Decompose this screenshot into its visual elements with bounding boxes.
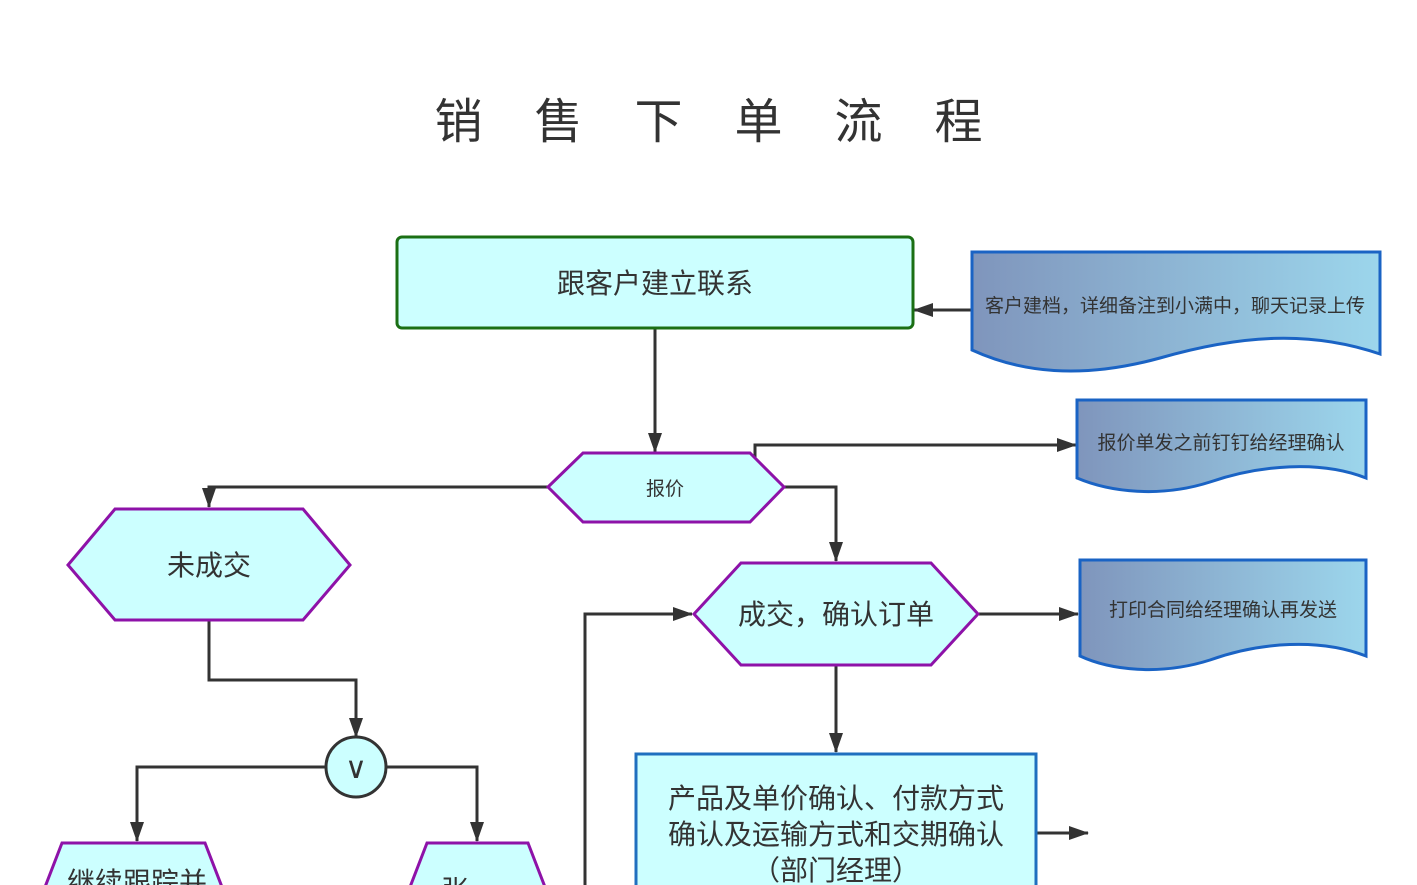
note-contract-label: 打印合同给经理确认再发送 — [1109, 599, 1337, 621]
node-not-deal: 未成交 — [66, 507, 352, 622]
node-contact: 跟客户建立联系 — [395, 235, 915, 330]
title-char: 程 — [934, 94, 983, 150]
connector-quote-to-not-deal — [202, 485, 548, 508]
connector-loop-to-deal — [583, 607, 693, 885]
or-gate-circle — [324, 735, 388, 799]
not-deal-label: 未成交 — [167, 549, 251, 582]
contact-box — [395, 235, 915, 330]
page-title: 销售下单流程 — [0, 82, 1417, 152]
confirm-box — [634, 752, 1038, 885]
quote-label: 报价 — [646, 478, 684, 500]
connector-quote-to-deal — [784, 485, 843, 562]
connectors — [130, 303, 1089, 885]
contact-label: 跟客户建立联系 — [557, 267, 753, 300]
node-right-branch: 张 — [409, 841, 546, 885]
title-char: 下 — [634, 94, 683, 150]
right-branch-label: 张 — [441, 874, 469, 885]
follow-up-label: 继续跟踪并 — [67, 866, 207, 885]
quote-hexagon — [545, 451, 787, 524]
not-deal-hexagon — [66, 507, 352, 622]
note-quote-confirm: 报价单发之前钉钉给经理确认 — [1075, 398, 1368, 494]
note-archive: 客户建档，详细备注到小满中，聊天记录上传 — [970, 250, 1382, 373]
title-char: 流 — [834, 94, 883, 150]
or-gate-symbol: ∨ — [345, 751, 367, 786]
node-deal: 成交，确认订单 — [691, 561, 981, 667]
node-or-gate: ∨ — [324, 735, 388, 799]
note-contract: 打印合同给经理确认再发送 — [1078, 558, 1368, 672]
node-follow-up: 继续跟踪并 — [44, 841, 223, 885]
confirm-line-1: 产品及单价确认、付款方式 — [668, 782, 1004, 815]
confirm-line-3: （部门经理） — [752, 854, 920, 885]
right-branch-hexagon — [409, 841, 546, 885]
note-quote-confirm-shape — [1075, 398, 1368, 494]
node-confirm: 产品及单价确认、付款方式 确认及运输方式和交期确认 （部门经理） — [634, 752, 1038, 885]
title-char: 销 — [434, 94, 483, 150]
connector-quote-to-note — [753, 438, 1077, 460]
connector-gate-left — [130, 765, 326, 842]
confirm-line-2: 确认及运输方式和交期确认 — [668, 818, 1004, 851]
title-char: 单 — [734, 94, 783, 150]
connector-gate-right — [386, 765, 484, 842]
deal-hexagon — [691, 561, 981, 667]
note-archive-shape — [970, 250, 1382, 373]
follow-up-hexagon — [44, 841, 223, 885]
deal-label: 成交，确认订单 — [738, 598, 934, 631]
note-contract-shape — [1078, 558, 1368, 672]
note-archive-label: 客户建档，详细备注到小满中，聊天记录上传 — [985, 295, 1365, 317]
connector-not-deal-to-gate — [207, 621, 363, 738]
node-quote: 报价 — [545, 451, 787, 524]
note-quote-confirm-label: 报价单发之前钉钉给经理确认 — [1097, 432, 1344, 454]
title-char: 售 — [534, 94, 583, 150]
